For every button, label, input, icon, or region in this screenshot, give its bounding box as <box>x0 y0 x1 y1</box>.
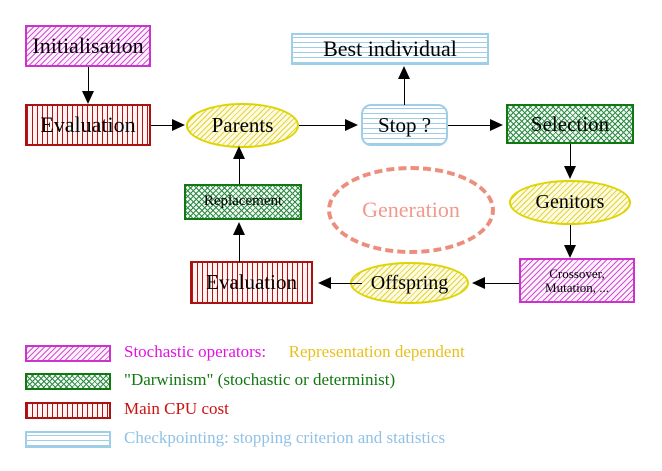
node-initialisation[interactable]: Initialisation <box>25 25 151 67</box>
node-initialisation-label: Initialisation <box>32 33 144 59</box>
arrowhead-init-to-eval <box>82 91 94 104</box>
arrowhead-parents-to-stop <box>345 119 358 131</box>
legend-row-darwinism: "Darwinism" (stochastic or determinist) <box>0 370 662 397</box>
node-generation-label: Generation <box>362 197 460 223</box>
legend-text-group-0: Stochastic operators: Representation dep… <box>124 342 465 362</box>
node-generation-loop: Generation <box>327 166 495 254</box>
edge-stop-to-selection <box>448 125 492 126</box>
edge-replacement-to-parents <box>239 158 240 184</box>
legend-label-checkpointing: Checkpointing: stopping criterion and st… <box>124 428 446 447</box>
arrowhead-selection-to-genitors <box>564 166 576 179</box>
legend-row-stochastic-operators: Stochastic operators: Representation dep… <box>0 342 662 369</box>
legend-swatch-green-cross-hatch <box>25 373 111 390</box>
crossover-line-1: Crossover, <box>549 265 605 281</box>
node-replacement[interactable]: Replacement <box>184 184 302 220</box>
edge-eval-to-replacement <box>239 234 240 262</box>
crossover-line-2: Mutation, ... <box>545 279 609 295</box>
edge-selection-to-genitors <box>570 144 571 168</box>
arrowhead-stop-to-selection <box>490 119 503 131</box>
edge-crossover-to-offspring <box>484 283 519 284</box>
node-stop-decision[interactable]: Stop ? <box>361 104 448 146</box>
arrowhead-eval-to-replacement <box>233 222 245 235</box>
edge-init-to-eval <box>88 67 89 93</box>
node-parents[interactable]: Parents <box>186 103 299 148</box>
node-genitors[interactable]: Genitors <box>509 180 631 225</box>
node-offspring[interactable]: Offspring <box>350 262 469 304</box>
legend-label-main-cpu-cost: Main CPU cost <box>124 399 229 418</box>
node-best-individual-label: Best individual <box>323 36 457 62</box>
legend-swatch-red-vertical-hatch <box>25 402 111 419</box>
arrowhead-crossover-to-offspring <box>472 277 485 289</box>
arrowhead-stop-to-best <box>398 66 410 79</box>
edge-genitors-to-crossover <box>570 225 571 247</box>
node-evaluation-bottom-label: Evaluation <box>206 270 297 295</box>
legend: Stochastic operators: Representation dep… <box>0 340 662 460</box>
node-replacement-label: Replacement <box>203 193 283 210</box>
arrowhead-replacement-to-parents <box>233 146 245 159</box>
node-crossover-mutation[interactable]: Crossover, Mutation, ... <box>519 258 635 303</box>
legend-swatch-magenta-diagonal-hatch <box>25 345 111 362</box>
legend-row-checkpointing: Checkpointing: stopping criterion and st… <box>0 428 662 455</box>
node-genitors-label: Genitors <box>535 191 605 213</box>
node-parents-label: Parents <box>211 113 274 138</box>
node-selection[interactable]: Selection <box>506 104 634 144</box>
edge-parents-to-stop <box>299 125 347 126</box>
node-best-individual[interactable]: Best individual <box>291 33 489 65</box>
arrowhead-genitors-to-crossover <box>564 245 576 258</box>
legend-swatch-blue-horizontal-hatch <box>25 431 111 448</box>
node-selection-label: Selection <box>530 111 610 136</box>
arrowhead-eval-to-parents <box>172 119 185 131</box>
node-evaluation-top-label: Evaluation <box>40 112 136 138</box>
node-offspring-label: Offspring <box>370 271 449 294</box>
edge-eval-to-parents <box>151 125 175 126</box>
node-evaluation-top[interactable]: Evaluation <box>25 104 151 146</box>
edge-offspring-to-eval <box>330 283 362 284</box>
edge-stop-to-best <box>404 78 405 105</box>
node-crossover-mutation-label: Crossover, Mutation, ... <box>543 267 611 294</box>
node-evaluation-bottom[interactable]: Evaluation <box>190 261 313 304</box>
arrowhead-offspring-to-eval <box>318 277 331 289</box>
node-stop-label: Stop ? <box>377 112 432 137</box>
legend-label-darwinism: "Darwinism" (stochastic or determinist) <box>124 370 396 389</box>
legend-row-main-cpu-cost: Main CPU cost <box>0 399 662 426</box>
legend-label-stochastic-operators: Stochastic operators: <box>124 342 267 361</box>
legend-label-representation-dependent: Representation dependent <box>288 342 465 361</box>
